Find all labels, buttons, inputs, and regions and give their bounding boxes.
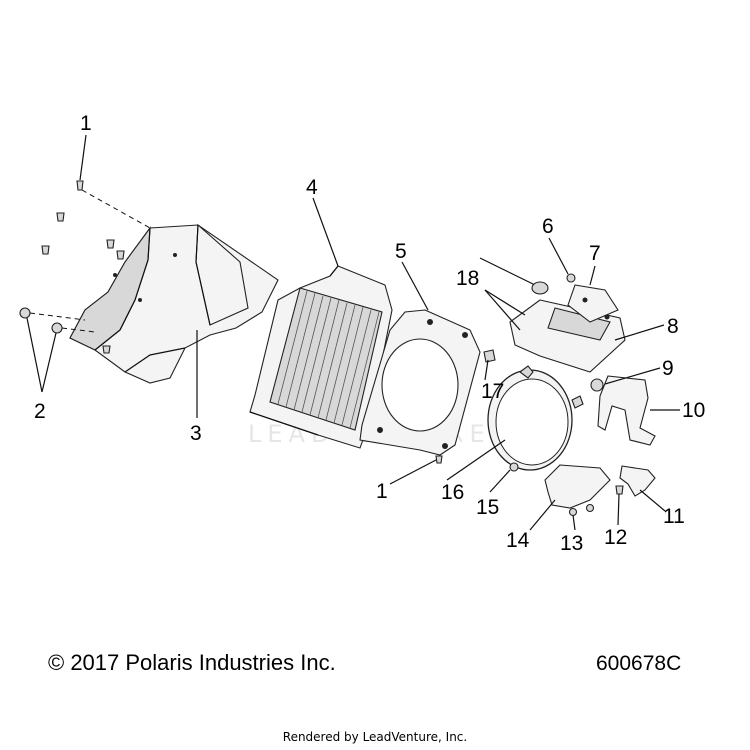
callout-16: 16 [441,481,464,504]
callout-7: 7 [589,242,601,265]
part-12-bolt [615,485,624,495]
callout-3: 3 [190,422,202,445]
lower-bolt [435,455,443,464]
callout-1-top: 1 [80,112,92,135]
part-6-nut [566,273,576,283]
part-16-fan-ring [487,365,584,471]
callout-13: 13 [560,532,583,555]
part-10-bracket [597,375,656,446]
callout-9: 9 [662,357,674,380]
radiator-fins [277,290,380,429]
part-14-bracket [544,464,611,509]
callout-11: 11 [663,505,685,528]
part-11-bracket [619,465,656,497]
part-9-knob [590,378,604,392]
part-3-shroud [69,223,279,384]
part-5-fan-plate [359,309,481,456]
callout-5: 5 [395,240,407,263]
part-17-clip [483,349,496,363]
shroud-fasteners [19,180,151,354]
callout-1-bottom: 1 [376,480,388,503]
copyright-text: © 2017 Polaris Industries Inc. [48,650,336,675]
rendered-by-text: Rendered by LeadVenture, Inc. [282,730,468,744]
callout-4: 4 [306,176,318,199]
part-4-radiator [249,265,393,449]
callout-17: 17 [481,380,504,403]
callout-2: 2 [34,400,46,423]
callout-10: 10 [682,399,705,422]
callout-12: 12 [604,526,627,549]
part-13-nut [568,507,578,517]
callout-6: 6 [542,215,554,238]
part-15-nut [509,462,519,472]
callout-15: 15 [476,496,499,519]
callout-14: 14 [506,529,530,552]
callout-18: 18 [456,267,479,290]
leader-lines [26,134,680,531]
part-8-controller [479,257,626,373]
callout-8: 8 [667,315,679,338]
diagram-number: 600678C [596,652,682,675]
